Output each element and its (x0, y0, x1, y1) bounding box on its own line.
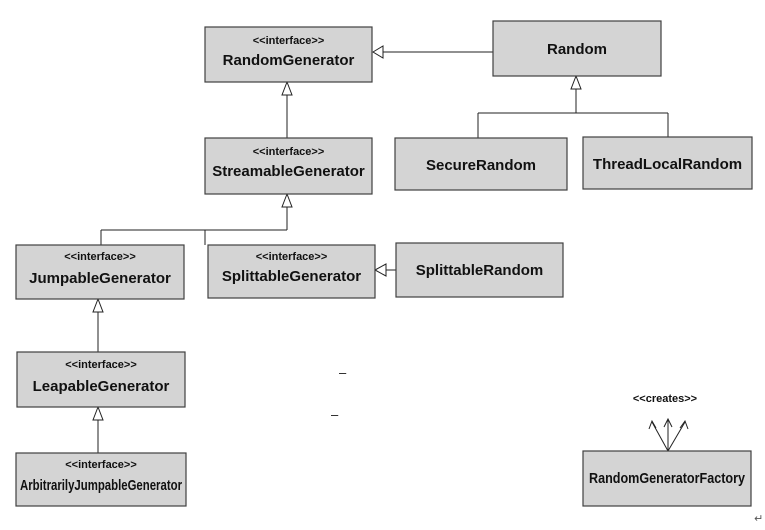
class-box (15, 244, 185, 300)
class-box (395, 242, 564, 298)
stereotype-label: <<interface>> (64, 251, 136, 263)
class-name: SplittableRandom (416, 262, 544, 279)
class-box (492, 20, 662, 77)
class-name: RandomGeneratorFactory (589, 470, 746, 487)
arrowhead-randomgenerator-right (372, 45, 384, 59)
stray-dash-mark: – (339, 365, 347, 380)
class-box (204, 26, 373, 83)
creates-arrowhead-right (679, 419, 689, 430)
class-name: JumpableGenerator (29, 270, 171, 287)
class-box (582, 450, 752, 507)
class-box (15, 452, 187, 507)
class-name: LeapableGenerator (33, 378, 170, 395)
arrowhead-splittablegenerator-right (373, 263, 387, 277)
class-box (207, 244, 376, 299)
class-thread-local-random: ThreadLocalRandom (582, 136, 753, 190)
creates-arrow-left (651, 421, 669, 452)
arrowhead-leapable-bottom (92, 405, 104, 421)
class-box (394, 137, 568, 191)
class-name: ArbitrarilyJumpableGenerator (20, 477, 182, 494)
class-secure-random: SecureRandom (394, 137, 568, 191)
creates-arrowhead-left (648, 419, 657, 430)
creates-arrowhead-middle (663, 417, 673, 428)
class-box (582, 136, 753, 190)
class-random-generator: <<interface>> RandomGenerator (204, 26, 373, 83)
arrowhead-streamable-bottom (281, 192, 293, 208)
relationship-edges (92, 45, 689, 453)
creates-label: <<creates>> (633, 393, 697, 405)
class-arbitrarily-jumpable-generator: <<interface>> ArbitrarilyJumpableGenerat… (15, 452, 187, 507)
class-box (16, 351, 186, 408)
class-streamable-generator: <<interface>> StreamableGenerator (204, 137, 373, 195)
return-mark: ↵ (754, 512, 763, 525)
stereotype-label: <<interface>> (65, 359, 137, 371)
stereotype-label: <<interface>> (253, 146, 325, 158)
class-splittable-random: SplittableRandom (395, 242, 564, 298)
arrowhead-jumpable-bottom (92, 297, 104, 313)
class-name: Random (547, 41, 607, 58)
stereotype-label: <<interface>> (253, 35, 325, 47)
stray-dash-mark: – (331, 407, 339, 422)
class-leapable-generator: <<interface>> LeapableGenerator (16, 351, 186, 408)
arrowhead-random-bottom (570, 74, 582, 90)
class-name: SplittableGenerator (222, 268, 361, 285)
class-name: StreamableGenerator (212, 163, 365, 180)
class-box (204, 137, 373, 195)
class-name: ThreadLocalRandom (593, 156, 742, 173)
class-name: RandomGenerator (223, 52, 355, 69)
stereotype-label: <<interface>> (65, 459, 137, 471)
creates-arrow-right (667, 421, 686, 452)
class-random-generator-factory: RandomGeneratorFactory (582, 450, 752, 507)
arrowhead-randomgenerator-bottom (281, 80, 293, 96)
class-jumpable-generator: <<interface>> JumpableGenerator (15, 244, 185, 300)
class-random: Random (492, 20, 662, 77)
class-splittable-generator: <<interface>> SplittableGenerator (207, 244, 376, 299)
class-name: SecureRandom (426, 157, 536, 174)
stereotype-label: <<interface>> (256, 251, 328, 263)
